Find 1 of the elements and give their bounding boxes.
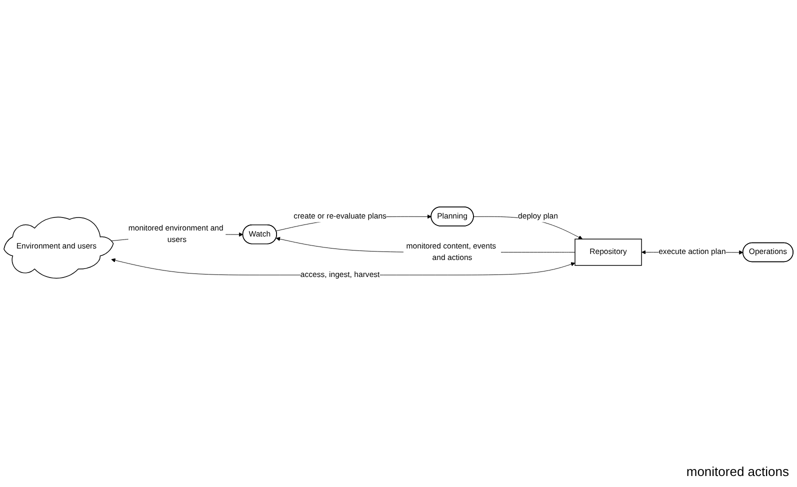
note-text: monitored actions (686, 464, 789, 479)
